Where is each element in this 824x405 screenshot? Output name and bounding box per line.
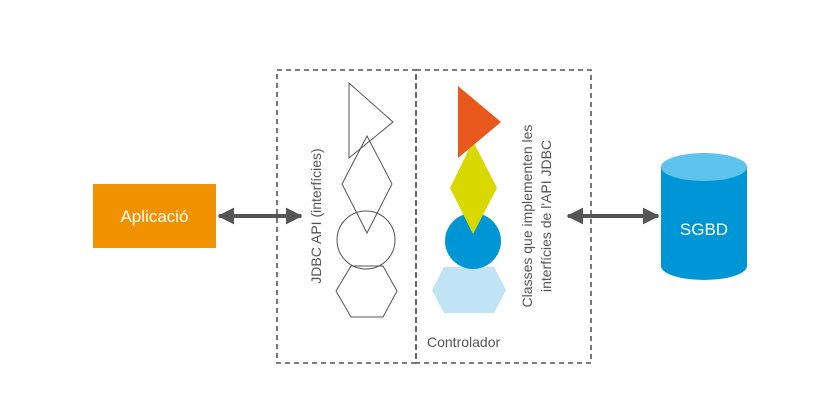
triangle-shape — [458, 86, 501, 158]
diamond-outline-shape — [341, 134, 393, 235]
driver-class-shapes — [432, 86, 506, 313]
driver-container — [415, 69, 592, 364]
driver-label-line1: Classes que implementen les — [519, 125, 535, 308]
application-node: Aplicació — [93, 184, 216, 248]
triangle-outline-shape — [348, 81, 394, 160]
hexagon-shape — [432, 267, 506, 313]
driver-label-line2: interfícies de l'API JDBC — [538, 140, 554, 292]
jdbc-api-label: JDBC API (interfícies) — [308, 148, 324, 283]
circle-outline-shape — [336, 210, 396, 270]
application-box — [93, 184, 216, 248]
circle-shape — [445, 213, 501, 269]
application-label: Aplicació — [120, 207, 188, 226]
database-top — [661, 153, 747, 181]
database-cylinder-icon: SGBD — [661, 153, 747, 280]
database-label: SGBD — [680, 220, 728, 239]
driver-caption: Controlador — [427, 334, 500, 350]
hexagon-outline-shape — [335, 265, 398, 318]
database-body — [661, 167, 747, 280]
interface-outline-shapes — [335, 81, 398, 318]
diamond-shape — [450, 141, 497, 234]
